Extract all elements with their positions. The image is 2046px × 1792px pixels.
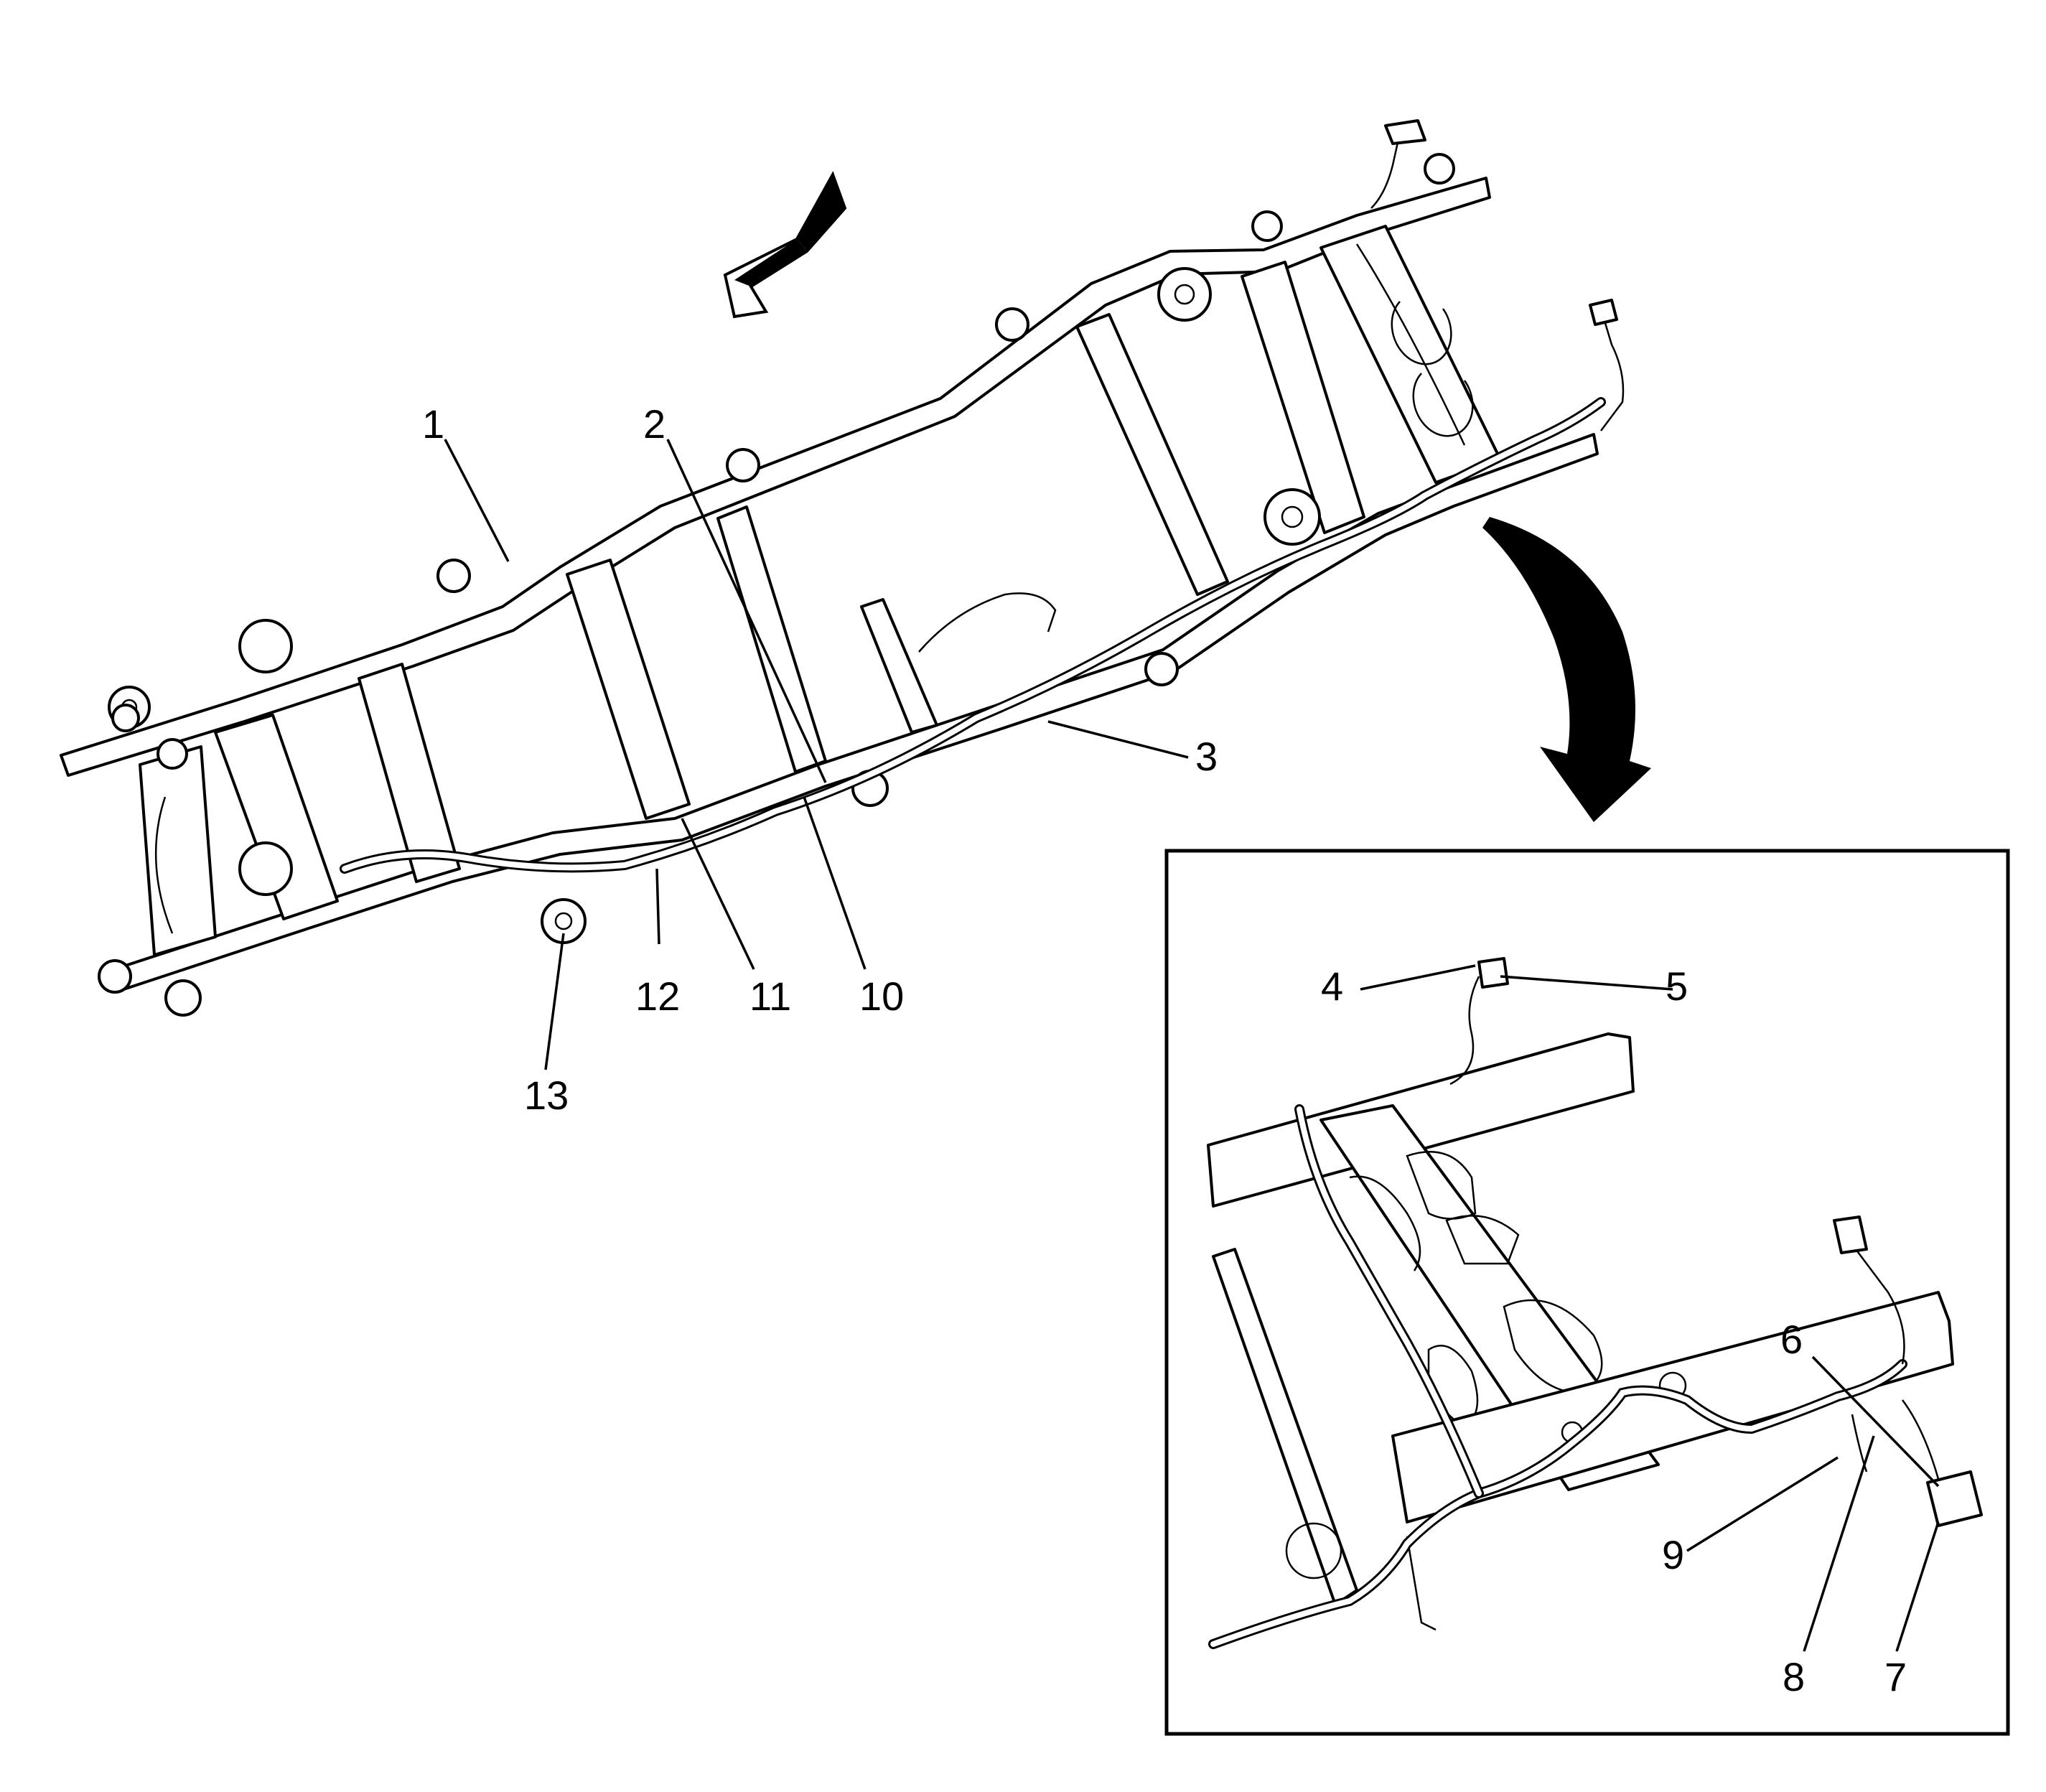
vehicle-frame: [60, 119, 1625, 1017]
detail-inset: [1164, 849, 2010, 1736]
detail-view-arrow: [1482, 517, 1651, 822]
callout-11: 11: [749, 974, 791, 1019]
callout-13: 13: [524, 1073, 569, 1118]
callout-5: 5: [1666, 963, 1688, 1009]
callout-2: 2: [643, 401, 665, 447]
callout-3: 3: [1195, 734, 1218, 779]
callout-9: 9: [1662, 1532, 1684, 1577]
callout-12: 12: [635, 974, 680, 1019]
callout-labels: 1 2 3 4 5 6 7 8 9 10 11 12 13: [422, 401, 1907, 1699]
callout-1: 1: [422, 401, 444, 447]
leader-lines: [444, 439, 1940, 1652]
callout-6: 6: [1780, 1317, 1803, 1362]
callout-10: 10: [859, 974, 904, 1019]
forward-direction-arrow: [723, 171, 847, 319]
callout-8: 8: [1783, 1654, 1805, 1699]
callout-4: 4: [1321, 963, 1343, 1009]
callout-7: 7: [1884, 1654, 1907, 1699]
